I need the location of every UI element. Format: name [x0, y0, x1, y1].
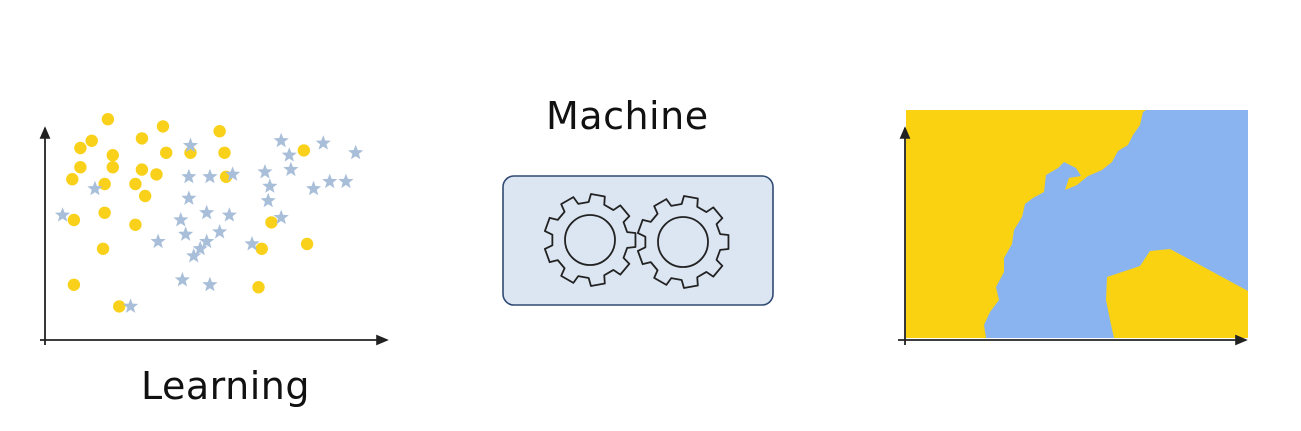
gear-hole-icon [564, 214, 616, 266]
point-class-b [221, 207, 237, 222]
point-class-a [135, 132, 149, 145]
point-class-b [281, 147, 297, 162]
machine-box [502, 175, 774, 306]
point-class-b [199, 204, 215, 220]
point-class-b [338, 173, 354, 189]
point-class-a [85, 134, 98, 147]
point-class-a [106, 161, 119, 174]
point-class-b [54, 207, 71, 222]
point-class-a [213, 125, 226, 138]
point-class-a [74, 161, 87, 174]
gear-icon [543, 193, 637, 287]
region-panel [898, 110, 1248, 346]
gears-icon [543, 193, 730, 289]
scatter-points [54, 113, 364, 313]
point-class-a [265, 216, 278, 229]
point-class-a [150, 168, 163, 181]
point-class-a [67, 278, 81, 291]
point-class-b [224, 166, 241, 181]
point-class-a [96, 242, 110, 255]
point-class-a [98, 177, 111, 191]
point-class-b [202, 276, 218, 292]
point-class-b [178, 226, 194, 241]
point-class-b [244, 236, 260, 251]
point-class-b [186, 248, 202, 263]
region-blue-area [984, 110, 1248, 338]
point-class-a [297, 144, 311, 157]
point-class-b [257, 164, 273, 179]
point-class-b [181, 168, 197, 184]
gear-icon [636, 195, 730, 289]
point-class-a [101, 113, 115, 126]
point-class-b [173, 212, 189, 227]
point-class-b [273, 132, 289, 148]
point-class-b [305, 180, 322, 196]
point-class-a [129, 177, 142, 191]
point-class-b [260, 192, 276, 208]
point-class-a [98, 206, 111, 219]
point-class-b [182, 137, 199, 153]
point-class-a [160, 146, 173, 159]
point-class-b [212, 224, 228, 239]
point-class-b [202, 168, 218, 184]
point-class-b [273, 209, 289, 225]
point-class-a [129, 218, 142, 231]
point-class-b [262, 178, 278, 193]
point-class-a [138, 189, 152, 203]
point-class-a [67, 213, 81, 227]
point-class-a [66, 173, 79, 186]
gear-hole-icon [657, 216, 709, 268]
scatter-panel [39, 113, 389, 346]
point-class-b [192, 240, 208, 256]
point-class-b [150, 233, 166, 249]
point-class-a [252, 281, 265, 294]
point-class-b [348, 144, 364, 160]
point-class-b [122, 298, 139, 313]
word-learning: Learning [141, 364, 310, 408]
word-machine: Machine [546, 94, 709, 138]
point-class-a [106, 149, 119, 162]
point-class-b [181, 190, 197, 205]
point-class-b [315, 135, 331, 150]
point-class-a [156, 120, 170, 133]
point-class-b [322, 173, 338, 189]
point-class-b [174, 272, 190, 287]
point-class-a [255, 242, 268, 255]
point-class-a [300, 237, 314, 251]
point-class-a [135, 163, 149, 176]
point-class-a [74, 141, 87, 155]
point-class-a [218, 146, 231, 159]
point-class-b [199, 233, 215, 249]
point-class-a [113, 300, 126, 313]
point-class-b [87, 180, 103, 196]
point-class-b [283, 161, 299, 177]
